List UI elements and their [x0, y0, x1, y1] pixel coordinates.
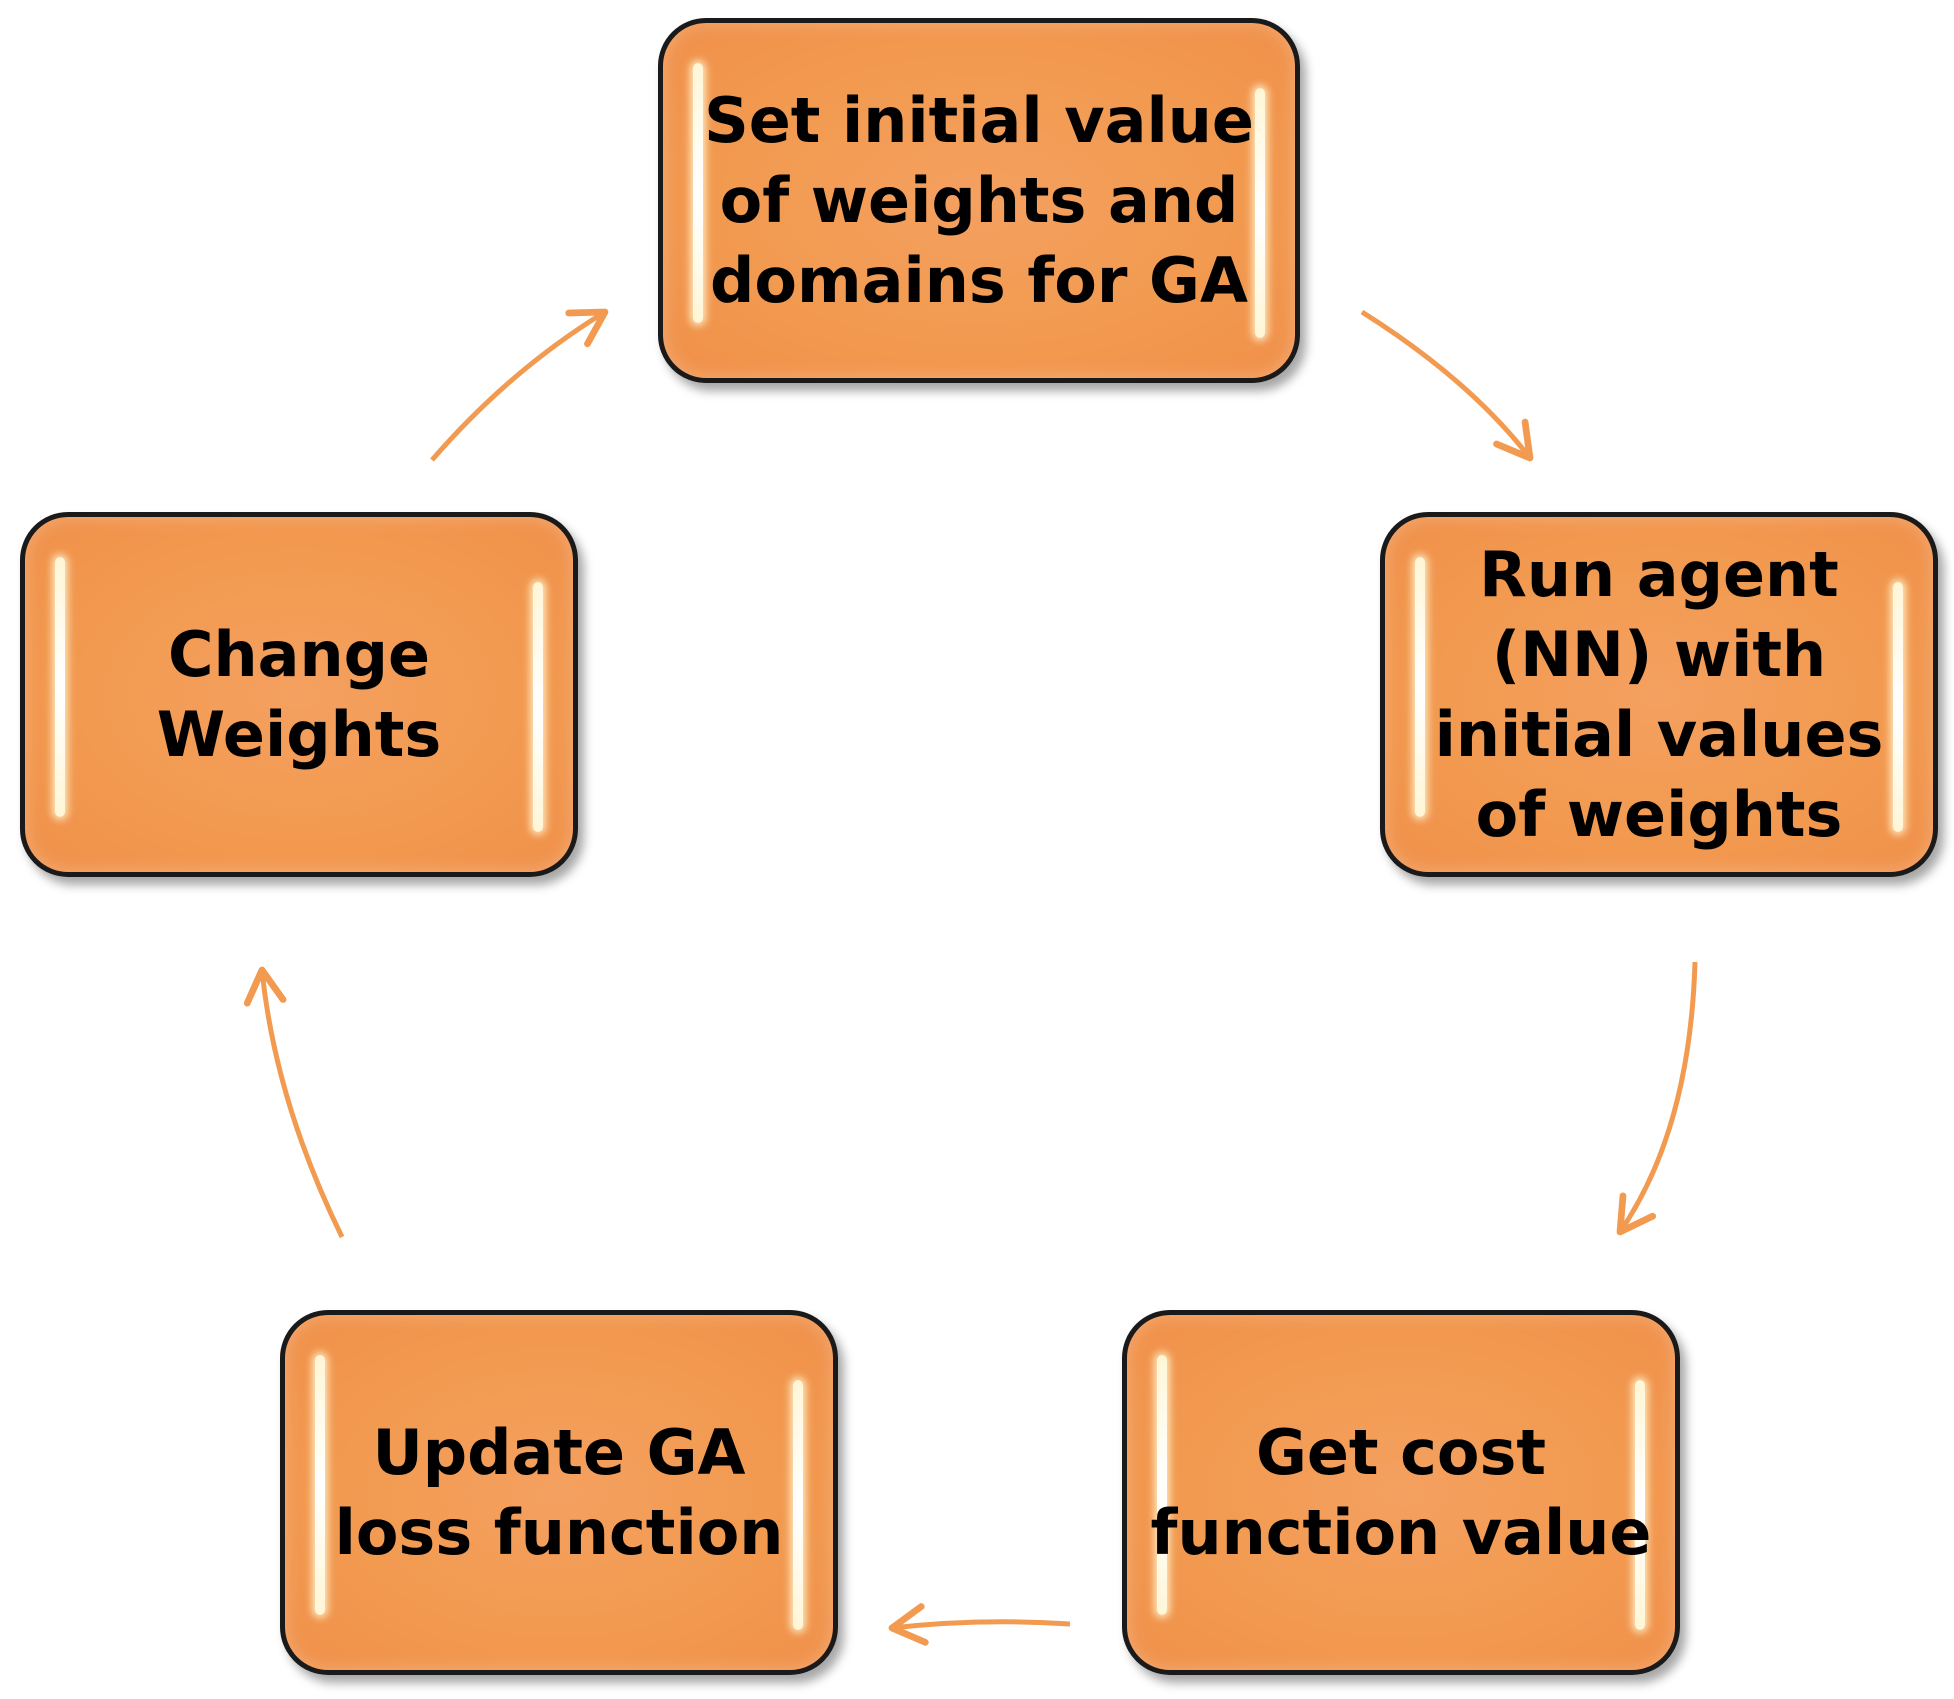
step-run-agent-box: Run agent (NN) with initial values of we… — [1380, 512, 1938, 877]
arrow-change-to-set — [430, 308, 609, 462]
glow-right — [1635, 1380, 1645, 1630]
glow-left — [315, 1355, 325, 1615]
glow-right — [1255, 88, 1265, 338]
arrow-update-to-change — [243, 966, 345, 1239]
step-update-ga-box: Update GA loss function — [280, 1310, 838, 1675]
step-set-initial-label: Set initial value of weights and domains… — [704, 83, 1254, 317]
glow-left — [693, 63, 703, 323]
glow-left — [55, 557, 65, 817]
glow-right — [793, 1380, 803, 1630]
glow-left — [1415, 557, 1425, 817]
arrow-run-to-cost — [1616, 961, 1698, 1236]
step-get-cost-label: Get cost function value — [1150, 1415, 1652, 1569]
step-update-ga-label: Update GA loss function — [334, 1415, 784, 1569]
step-change-weights-box: Change Weights — [20, 512, 578, 877]
glow-right — [1893, 582, 1903, 832]
step-set-initial-box: Set initial value of weights and domains… — [658, 18, 1300, 383]
step-get-cost-box: Get cost function value — [1122, 1310, 1680, 1675]
arrow-set-to-run — [1360, 309, 1534, 462]
glow-left — [1157, 1355, 1167, 1615]
arrow-cost-to-update — [888, 1603, 1071, 1646]
step-change-weights-label: Change Weights — [156, 617, 442, 771]
glow-right — [533, 582, 543, 832]
step-run-agent-label: Run agent (NN) with initial values of we… — [1434, 537, 1884, 851]
